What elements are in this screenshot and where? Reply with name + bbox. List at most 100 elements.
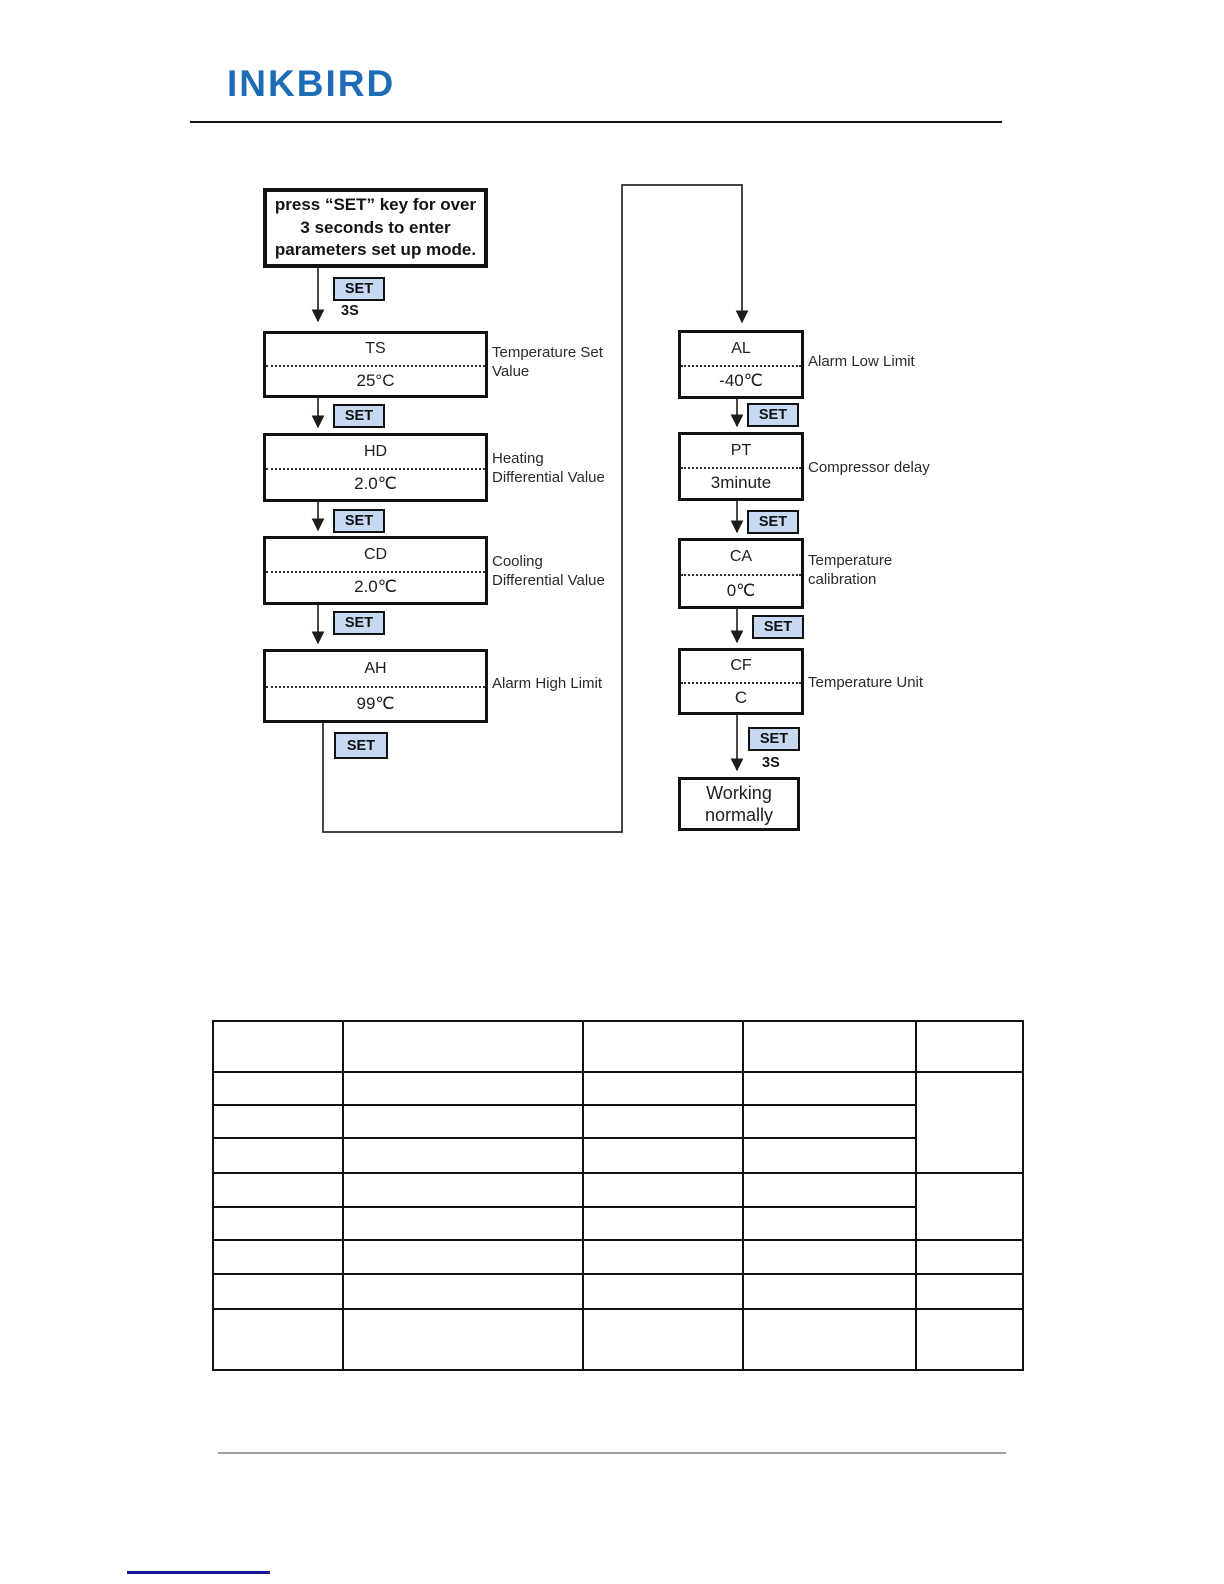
table-cell — [342, 1206, 584, 1241]
table-cell — [582, 1020, 744, 1073]
flow-label-ca: Temperature calibration — [808, 551, 892, 589]
table-cell — [342, 1071, 584, 1106]
table-cell — [742, 1104, 917, 1139]
flow-box-cd: CD 2.0℃ — [263, 536, 488, 605]
table-cell — [212, 1273, 344, 1310]
param-value: 0℃ — [726, 580, 756, 600]
param-code: AH — [266, 652, 485, 689]
param-code: TS — [266, 334, 485, 367]
start-instruction-text: press “SET” key for over 3 seconds to en… — [274, 194, 477, 260]
table-cell — [212, 1020, 344, 1073]
table-cell — [915, 1239, 1024, 1275]
flow-box-cf: CF C — [678, 648, 804, 715]
param-code: HD — [266, 436, 485, 470]
table-cell — [212, 1308, 344, 1371]
label-line: Temperature — [808, 552, 893, 569]
table-cell — [212, 1239, 344, 1275]
param-value: 2.0℃ — [354, 577, 397, 597]
table-cell — [212, 1071, 344, 1106]
table-cell — [212, 1104, 344, 1139]
label-line: Value — [492, 363, 530, 381]
flow-box-ts: TS 25°C — [263, 331, 488, 398]
flow-label-ah: Alarm High Limit — [492, 674, 602, 693]
flow-label-cd: Cooling Differential Value — [492, 552, 605, 590]
set-key-badge: SET — [333, 509, 385, 533]
flow-label-al: Alarm Low Limit — [808, 352, 915, 371]
table-cell — [742, 1308, 917, 1371]
flow-label-cf: Temperature Unit — [808, 673, 923, 692]
label-line: Alarm High Limit — [492, 675, 603, 692]
param-code: CD — [266, 539, 485, 573]
param-code: CA — [681, 541, 801, 576]
label-line: Heating — [492, 450, 544, 467]
label-line: Differential Value — [492, 469, 605, 487]
flow-label-ts: Temperature Set Value — [492, 343, 603, 381]
table-cell — [212, 1172, 344, 1208]
flow-box-al: AL -40℃ — [678, 330, 804, 399]
table-cell — [342, 1137, 584, 1174]
label-line: Cooling — [492, 553, 543, 570]
table-cell — [582, 1071, 744, 1106]
param-value: 25°C — [356, 370, 395, 390]
table-cell — [742, 1239, 917, 1275]
set-key-badge: SET — [333, 611, 385, 635]
table-cell — [212, 1137, 344, 1174]
param-value: C — [734, 687, 748, 707]
param-code: PT — [681, 435, 801, 469]
table-cell-merged — [915, 1071, 1024, 1174]
label-line: calibration — [808, 571, 877, 589]
table-cell — [342, 1104, 584, 1139]
table-cell — [915, 1273, 1024, 1310]
param-value: -40℃ — [719, 371, 763, 391]
flow-label-hd: Heating Differential Value — [492, 449, 605, 487]
table-cell — [582, 1308, 744, 1371]
table-row — [212, 1071, 1024, 1174]
set-key-badge: SET — [748, 727, 800, 751]
table-cell — [742, 1020, 917, 1073]
table-row — [212, 1206, 1023, 1241]
label-line: Differential Value — [492, 572, 605, 590]
table-cell — [742, 1172, 917, 1208]
table-cell — [342, 1172, 584, 1208]
table-row — [212, 1239, 1024, 1275]
working-normally-box: Working normally — [678, 777, 800, 831]
param-value: 99℃ — [356, 694, 395, 714]
table-cell — [212, 1206, 344, 1241]
param-value: 2.0℃ — [354, 474, 397, 494]
label-line: Temperature Unit — [808, 674, 924, 691]
set-key-badge: SET — [747, 510, 799, 534]
label-line: Alarm Low Limit — [808, 353, 915, 370]
table-row — [212, 1172, 1024, 1241]
table-cell — [742, 1273, 917, 1310]
inkbird-logo: INKBIRD — [227, 63, 396, 104]
set-key-badge: SET — [333, 404, 385, 428]
table-cell — [582, 1206, 744, 1241]
table-row — [212, 1273, 1024, 1310]
table-cell — [582, 1239, 744, 1275]
table-cell — [342, 1239, 584, 1275]
table-row — [212, 1137, 1023, 1174]
flow-box-ah: AH 99℃ — [263, 649, 488, 723]
param-code: AL — [681, 333, 801, 367]
set-key-badge: SET — [333, 277, 385, 301]
parameters-table — [212, 1020, 1024, 1371]
set-key-badge: SET — [334, 732, 388, 759]
param-code: CF — [681, 651, 801, 684]
table-cell — [742, 1071, 917, 1106]
table-row — [212, 1020, 1024, 1073]
flow-box-hd: HD 2.0℃ — [263, 433, 488, 502]
footer-link-underline[interactable] — [127, 1571, 270, 1574]
table-cell — [742, 1137, 917, 1174]
flow-box-pt: PT 3minute — [678, 432, 804, 501]
table-cell — [915, 1020, 1024, 1073]
label-line: Temperature Set — [492, 344, 603, 361]
table-cell-merged — [915, 1172, 1024, 1241]
start-instruction-box: press “SET” key for over 3 seconds to en… — [263, 188, 488, 268]
footer-divider — [218, 1452, 1006, 1454]
working-normally-text: Working normally — [704, 782, 774, 826]
flow-box-ca: CA 0℃ — [678, 538, 804, 609]
table-cell — [582, 1137, 744, 1174]
table-cell — [742, 1206, 917, 1241]
flow-label-pt: Compressor delay — [808, 458, 930, 477]
